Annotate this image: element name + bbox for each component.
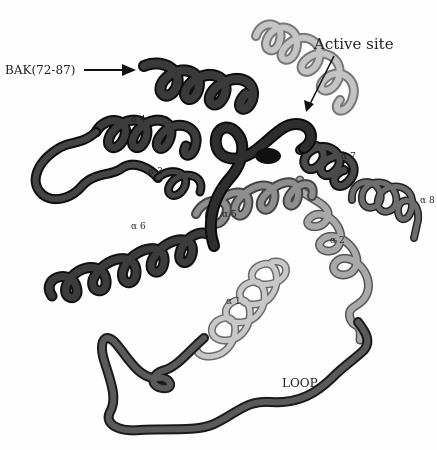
helix-alpha4-alpha3 bbox=[96, 120, 196, 155]
helix-alpha1 bbox=[196, 262, 286, 357]
alpha5-label: α 5 bbox=[222, 211, 237, 220]
helix-alpha8 bbox=[352, 182, 418, 238]
alpha1-label: α 1 bbox=[226, 298, 241, 307]
alpha2-label: α 2 bbox=[330, 237, 345, 246]
alpha3-label: α 3 bbox=[148, 168, 163, 177]
alpha4-label: α 4 bbox=[131, 116, 146, 125]
alpha6-label: α 6 bbox=[131, 223, 146, 232]
helix-alpha2 bbox=[298, 180, 368, 340]
bak-arrow bbox=[84, 64, 136, 76]
helix-alpha3-segment bbox=[158, 172, 201, 196]
helix-bak-peptide bbox=[144, 63, 253, 108]
active-site-label: Active site bbox=[314, 37, 394, 52]
bak-peptide-label: BAK(72-87) bbox=[5, 64, 75, 76]
alpha8-label: α 8 bbox=[420, 197, 435, 206]
loop-label: LOOP bbox=[282, 377, 318, 389]
helix-alpha6 bbox=[49, 233, 214, 298]
alpha7-label: α 7 bbox=[341, 153, 356, 162]
